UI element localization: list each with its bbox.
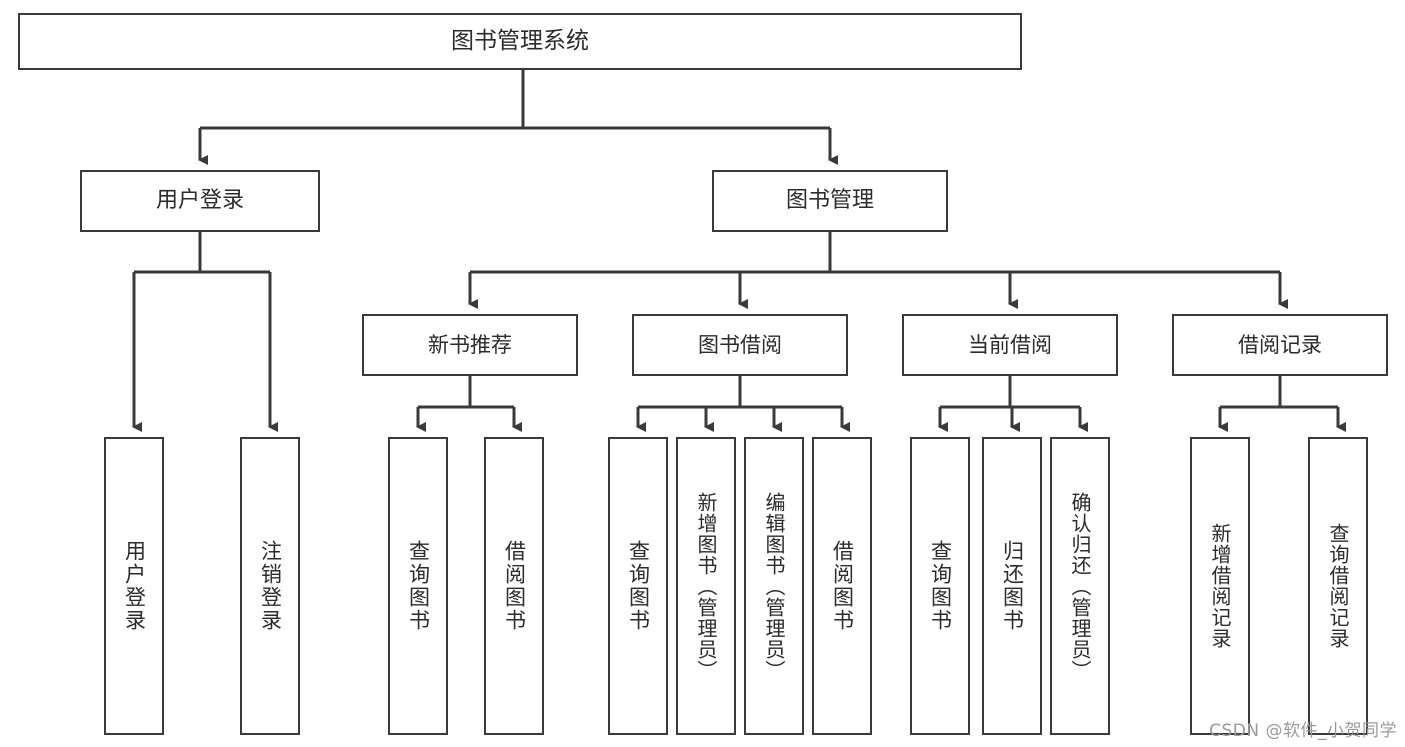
node-book-borrow[interactable]: 图书借阅 (632, 314, 848, 376)
node-new-book-recommend[interactable]: 新书推荐 (362, 314, 578, 376)
leaf-node[interactable]: 查询图书 (910, 437, 970, 735)
node-label: 图书借阅 (698, 332, 782, 357)
leaf-node[interactable]: 查询图书 (608, 437, 668, 735)
node-label: 查询图书 (406, 540, 431, 632)
tree-connectors (132, 70, 1346, 432)
node-label: 用户登录 (155, 188, 244, 214)
node-label: 确认归还（管理员） (1068, 491, 1092, 681)
node-label: 当前借阅 (968, 332, 1052, 357)
node-label: 用户登录 (122, 540, 147, 632)
node-label: 查询图书 (626, 540, 651, 632)
node-book-management[interactable]: 图书管理 (712, 170, 948, 232)
leaf-node[interactable]: 借阅图书 (484, 437, 544, 735)
node-user-login[interactable]: 用户登录 (80, 170, 320, 232)
leaf-node[interactable]: 查询图书 (388, 437, 448, 735)
node-label: 新增图书（管理员） (694, 491, 718, 681)
node-label: 查询图书 (928, 540, 953, 632)
leaf-node[interactable]: 新增图书（管理员） (676, 437, 736, 735)
node-label: 图书管理系统 (451, 27, 589, 54)
node-label: 借阅图书 (830, 540, 855, 632)
node-label: 借阅图书 (502, 540, 527, 632)
node-label: 借阅记录 (1238, 332, 1322, 357)
node-label: 归还图书 (1000, 540, 1025, 632)
node-label: 注销登录 (258, 540, 283, 632)
leaf-node[interactable]: 新增借阅记录 (1190, 437, 1250, 735)
leaf-node[interactable]: 归还图书 (982, 437, 1042, 735)
node-root-system[interactable]: 图书管理系统 (18, 13, 1022, 70)
leaf-node[interactable]: 注销登录 (240, 437, 300, 735)
node-label: 图书管理 (785, 188, 874, 214)
leaf-node[interactable]: 查询借阅记录 (1308, 437, 1368, 735)
leaf-node[interactable]: 确认归还（管理员） (1050, 437, 1110, 735)
leaf-node[interactable]: 编辑图书（管理员） (744, 437, 804, 735)
node-label: 新书推荐 (428, 332, 512, 357)
leaf-node[interactable]: 借阅图书 (812, 437, 872, 735)
leaf-node[interactable]: 用户登录 (104, 437, 164, 735)
node-borrow-record[interactable]: 借阅记录 (1172, 314, 1388, 376)
node-label: 新增借阅记录 (1208, 523, 1232, 649)
node-label: 编辑图书（管理员） (762, 491, 786, 681)
node-current-borrow[interactable]: 当前借阅 (902, 314, 1118, 376)
node-label: 查询借阅记录 (1326, 523, 1350, 649)
